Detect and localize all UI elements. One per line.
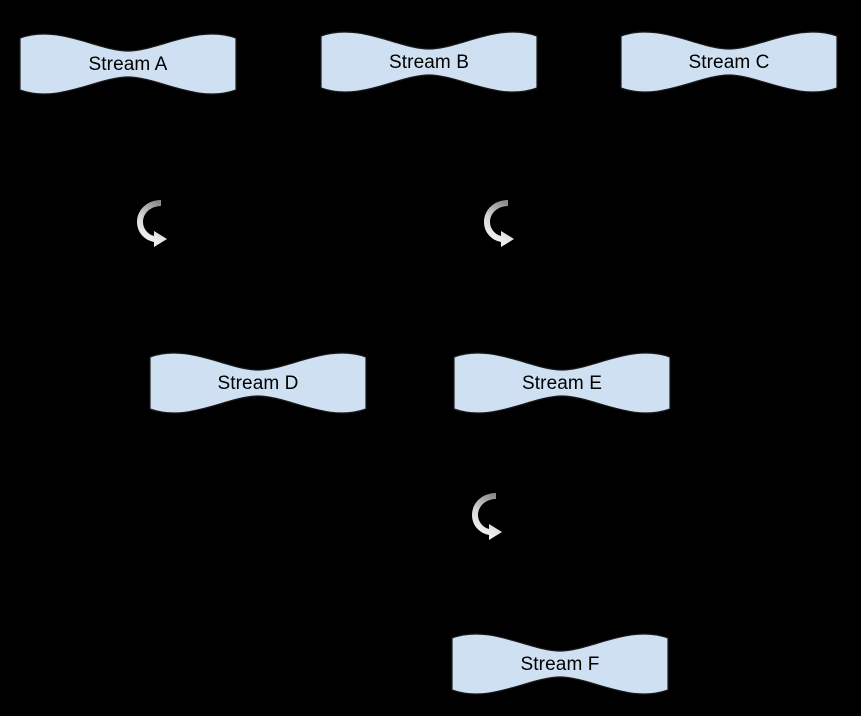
node-stream-b[interactable]: Stream B [319,27,539,97]
curved-rotation-arrow-icon [137,200,167,247]
node-stream-c[interactable]: Stream C [619,27,839,97]
curved-rotation-arrow-icon [472,493,502,540]
wavy-banner-shape [620,31,838,93]
node-stream-f[interactable]: Stream F [450,629,670,699]
arrow-b-to-e[interactable] [478,195,522,253]
curved-rotation-arrow-icon [484,200,514,247]
arrow-a-to-d[interactable] [131,195,175,253]
wavy-banner-shape [453,352,671,414]
wavy-banner-shape [320,31,538,93]
node-stream-d[interactable]: Stream D [148,348,368,418]
arrow-e-to-f[interactable] [466,488,510,546]
wavy-banner-shape [149,352,367,414]
wavy-banner-shape [451,633,669,695]
node-stream-a[interactable]: Stream A [18,29,238,99]
node-stream-e[interactable]: Stream E [452,348,672,418]
wavy-banner-shape [19,33,237,95]
